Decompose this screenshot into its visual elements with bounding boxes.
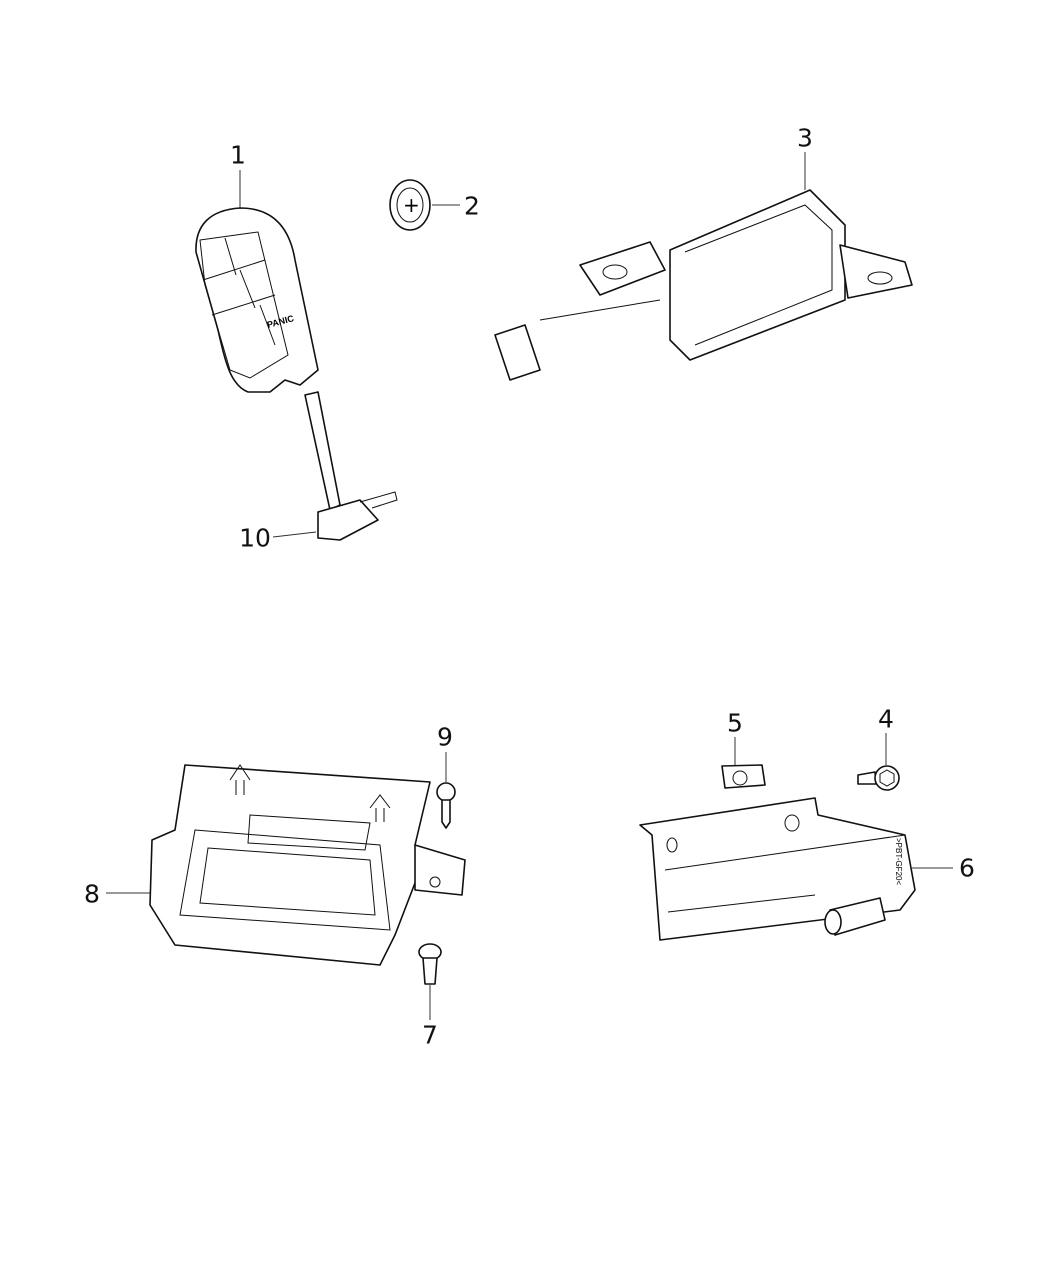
callout-2: 2 xyxy=(464,191,480,221)
screw-9-drawing xyxy=(436,782,456,829)
receiver-module-drawing xyxy=(494,189,913,381)
u-nut-drawing xyxy=(721,764,766,789)
bolt-drawing xyxy=(857,765,900,791)
bracket-material-marking: >PBT-GF20< xyxy=(894,838,903,885)
callout-7: 7 xyxy=(422,1020,438,1050)
battery-plus: + xyxy=(403,193,420,217)
emergency-key-drawing xyxy=(304,391,398,541)
callout-3: 3 xyxy=(797,123,813,153)
callout-4: 4 xyxy=(878,704,894,734)
screw-7-drawing xyxy=(418,943,442,985)
callout-5: 5 xyxy=(727,708,743,738)
callout-6: 6 xyxy=(959,853,975,883)
leader-lines xyxy=(106,152,953,1020)
bracket-drawing: >PBT-GF20< xyxy=(639,797,916,941)
callout-1: 1 xyxy=(230,140,246,170)
airbag-module-drawing xyxy=(149,764,466,966)
battery-drawing: + xyxy=(389,179,431,231)
key-fob-drawing: PANIC xyxy=(195,207,319,393)
callout-8: 8 xyxy=(84,879,100,909)
callout-10: 10 xyxy=(239,523,271,553)
callout-9: 9 xyxy=(437,722,453,752)
